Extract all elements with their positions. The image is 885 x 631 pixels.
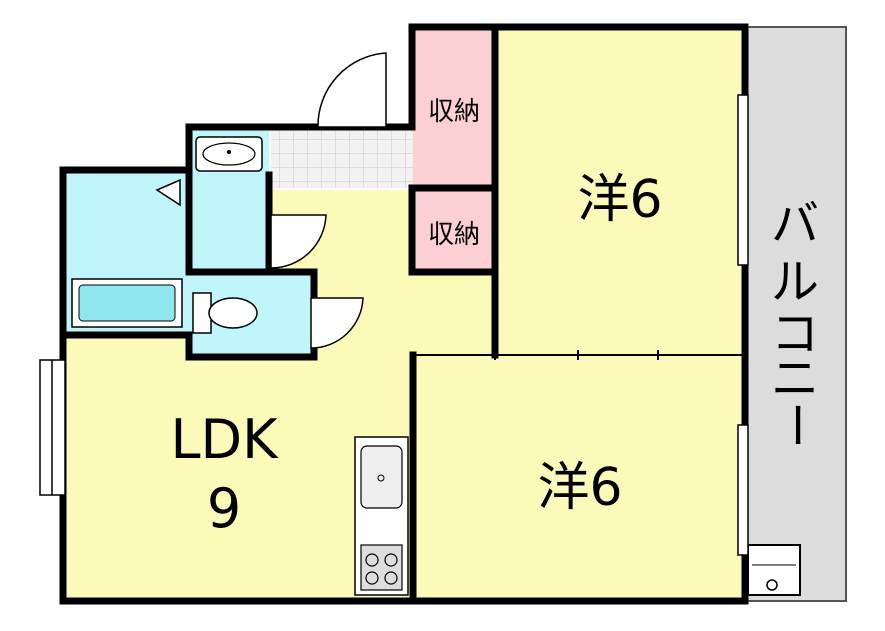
bathtub-icon [71, 278, 183, 328]
label-storage-mid: 収納 [428, 220, 480, 250]
room-western-top [495, 30, 745, 355]
svg-text:バ: バ [771, 196, 819, 252]
entrance-tiles [271, 130, 413, 188]
room-western-bottom [415, 355, 745, 600]
label-balcony: バ ル コ ニ ー [768, 196, 824, 449]
balcony [743, 26, 847, 602]
label-storage-top: 収納 [428, 97, 480, 127]
toilet-icon [192, 292, 258, 334]
svg-text:ニ: ニ [771, 351, 819, 407]
label-ldk-size: 9 [207, 477, 241, 540]
storage-mid [413, 190, 495, 270]
label-western-top: 洋6 [577, 170, 662, 230]
svg-text:ー: ー [768, 401, 824, 449]
stove-icon [360, 544, 403, 591]
label-ldk: LDK [170, 408, 279, 471]
washbasin-icon [195, 136, 263, 172]
outdoor-unit-icon [752, 564, 796, 591]
svg-text:コ: コ [771, 306, 819, 362]
storage-top [413, 30, 495, 190]
doors [155, 52, 387, 349]
label-western-bottom: 洋6 [537, 458, 622, 518]
windows [39, 94, 749, 556]
walls [59, 23, 749, 605]
svg-text:ル: ル [771, 254, 819, 310]
